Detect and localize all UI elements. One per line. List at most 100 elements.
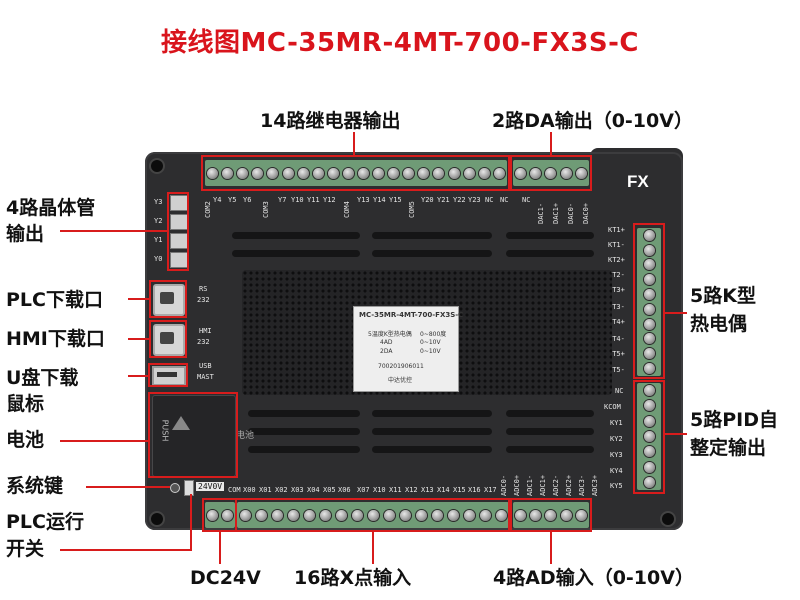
- terminal-label-kt1-plus: KT1+: [608, 226, 625, 234]
- terminal-screw: [575, 509, 587, 521]
- terminal-label-x17: X17: [484, 486, 497, 494]
- terminal-screw: [303, 509, 315, 521]
- label-row2-a: 4AD: [380, 339, 393, 346]
- terminal-screw: [351, 509, 363, 521]
- leader-line: [86, 486, 170, 488]
- mounting-hole: [151, 160, 163, 172]
- plc-download-port[interactable]: [153, 284, 185, 316]
- terminal-screw: [271, 509, 283, 521]
- terminal-label-y11: Y11: [307, 196, 320, 204]
- label-maker: 中达优控: [388, 377, 413, 384]
- highlight-pid-output: [633, 380, 665, 494]
- terminal-screw: [207, 167, 219, 179]
- transistor-label-y1: Y1: [154, 236, 163, 244]
- terminal-label-kt3-minus: KT3-: [608, 303, 625, 311]
- terminal-screw: [418, 167, 430, 179]
- vent-slot: [372, 446, 492, 453]
- callout-thermocouple-line2: 热电偶: [690, 313, 748, 335]
- callout-udisk-line2: 鼠标: [6, 393, 45, 415]
- leader-line: [128, 338, 150, 340]
- page-title: 接线图MC-35MR-4MT-700-FX3S-C: [161, 28, 639, 58]
- run-switch[interactable]: [184, 480, 194, 496]
- terminal-screw: [643, 446, 655, 458]
- terminal-label-x04: X04: [307, 486, 320, 494]
- terminal-label-x13: X13: [421, 486, 434, 494]
- callout-dc24v: DC24V: [190, 567, 261, 589]
- terminal-screw: [463, 167, 475, 179]
- label-row1-b: 0~800度: [420, 331, 447, 338]
- leader-line: [128, 375, 150, 377]
- fx-brand-label: FX: [627, 172, 649, 191]
- highlight-thermocouple: [633, 223, 665, 379]
- x-input-terminal-block[interactable]: [237, 502, 509, 528]
- terminal-label-y10: Y10: [291, 196, 304, 204]
- callout-system-key: 系统键: [6, 475, 64, 497]
- terminal-screw: [403, 167, 415, 179]
- hmi-download-port[interactable]: [153, 324, 185, 356]
- terminal-label-y15: Y15: [389, 196, 402, 204]
- terminal-label-x06: X06: [338, 486, 351, 494]
- vent-slot: [506, 250, 594, 257]
- terminal-screw: [267, 167, 279, 179]
- terminal-label-x05: X05: [323, 486, 336, 494]
- transistor-label-y3: Y3: [154, 198, 163, 206]
- terminal-screw: [643, 400, 655, 412]
- terminal-label-kt5-minus: KT5-: [608, 366, 625, 374]
- terminal-label-kt2-plus: KT2+: [608, 256, 625, 264]
- da-output-terminal-block[interactable]: [513, 160, 589, 186]
- terminal-label-nc: NC: [500, 196, 509, 204]
- terminal-label-adc0-minus: ADC0-: [500, 474, 508, 496]
- terminal-screw: [493, 167, 505, 179]
- terminal-label-kt2-minus: KT2-: [608, 271, 625, 279]
- thermocouple-terminal-block[interactable]: [637, 228, 661, 376]
- pid-output-terminal-block[interactable]: [637, 383, 661, 490]
- vent-slot: [372, 410, 492, 417]
- leader-line: [550, 132, 552, 156]
- terminal-screw: [357, 167, 369, 179]
- dc24v-terminal-block[interactable]: [205, 502, 235, 528]
- terminal-label-x14: X14: [437, 486, 450, 494]
- terminal-label-kcom: KCOM: [604, 403, 621, 411]
- port-label-hmi: HMI: [199, 327, 212, 335]
- terminal-screw: [447, 509, 459, 521]
- ad-input-terminal-block[interactable]: [513, 502, 589, 528]
- port-label-rs: RS: [199, 285, 208, 293]
- system-key[interactable]: [170, 483, 180, 493]
- callout-thermocouple-line1: 5路K型: [690, 285, 756, 307]
- leader-line: [190, 494, 192, 550]
- terminal-label-nc: NC: [615, 387, 624, 395]
- terminal-screw: [448, 167, 460, 179]
- terminal-screw: [643, 289, 655, 301]
- callout-battery: 电池: [6, 429, 45, 451]
- callout-transistor-line2: 输出: [6, 223, 45, 245]
- terminal-screw: [399, 509, 411, 521]
- highlight-x-input: [235, 498, 510, 532]
- terminal-label-ky2: KY2: [610, 435, 623, 443]
- port-label-232: 232: [197, 296, 210, 304]
- relay-output-terminal-block[interactable]: [205, 160, 507, 186]
- terminal-label-x03: X03: [291, 486, 304, 494]
- terminal-screw: [297, 167, 309, 179]
- terminal-label-com5: COM5: [408, 201, 416, 218]
- terminal-label-dac1-plus: DAC1+: [552, 202, 560, 224]
- transistor-label-y0: Y0: [154, 255, 163, 263]
- callout-plc-run-line2: 开关: [6, 538, 45, 560]
- label-row3-b: 0~10V: [420, 348, 441, 355]
- terminal-screw: [222, 509, 233, 521]
- battery-compartment[interactable]: [152, 395, 236, 477]
- leader-line: [665, 312, 687, 314]
- terminal-label-y12: Y12: [323, 196, 336, 204]
- highlight-transistor-output: [167, 192, 189, 271]
- terminal-screw: [207, 509, 218, 521]
- terminal-label-adc3-minus: ADC3-: [578, 474, 586, 496]
- callout-pid-line1: 5路PID自: [690, 409, 778, 431]
- terminal-screw: [515, 509, 527, 521]
- terminal-label-kt1-minus: KT1-: [608, 241, 625, 249]
- terminal-screw: [342, 167, 354, 179]
- terminal-screw: [643, 348, 655, 360]
- vent-slot: [232, 250, 360, 257]
- product-label: MC-35MR-4MT-700-FX3S-C 5温度K型热电偶 0~800度 4…: [353, 306, 463, 392]
- terminal-screw: [643, 415, 655, 427]
- terminal-label-y22: Y22: [453, 196, 466, 204]
- terminal-label-y7: Y7: [278, 196, 287, 204]
